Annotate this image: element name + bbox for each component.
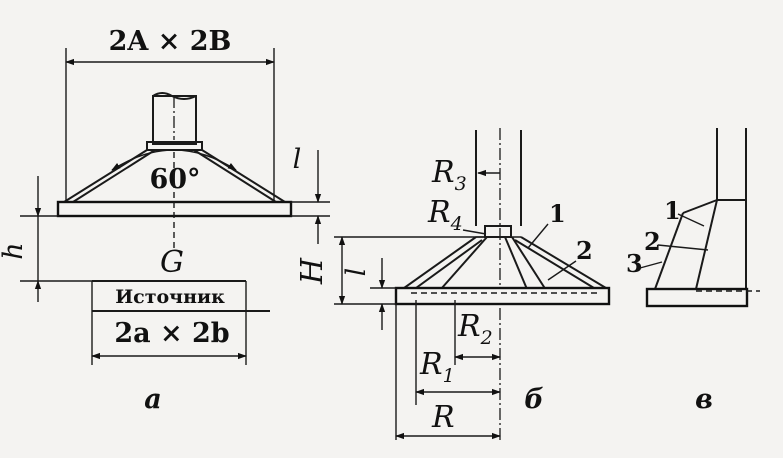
angle-label: 60°	[149, 164, 200, 195]
line-1-leader	[677, 213, 705, 227]
line-1-label: 1	[549, 199, 566, 228]
angle-arc	[111, 149, 237, 171]
hood-top-slope	[682, 199, 718, 214]
h-label: h	[0, 242, 29, 259]
r4-label: R4	[427, 195, 463, 235]
line-1-label: 1	[664, 196, 681, 225]
r2-label: R2	[457, 309, 493, 349]
hood-flange	[394, 286, 611, 306]
top-dimension-label: 2A × 2B	[109, 26, 232, 57]
caption-a: а	[144, 384, 162, 415]
h-label: H	[295, 257, 330, 285]
hood-left-wall	[60, 149, 156, 203]
l-label: l	[293, 144, 302, 175]
source-dimension-label: 2a × 2b	[114, 318, 229, 349]
line-3-label: 3	[626, 249, 643, 278]
line-2-label: 2	[576, 236, 593, 265]
hood-left-outer	[400, 236, 483, 289]
r1-label: R1	[419, 347, 455, 387]
r3-label: R3	[431, 155, 467, 195]
line-2-leader	[657, 244, 709, 251]
hood-outer-wall	[654, 212, 684, 290]
source-label: Источник	[115, 286, 225, 308]
l-label: l	[341, 268, 372, 277]
line-1-leader	[527, 223, 549, 249]
caption-c: в	[695, 384, 713, 415]
figure-b: R3 R4 1 2 H l R2	[295, 128, 611, 440]
hood-left-inner	[440, 236, 488, 290]
hood-flange	[645, 287, 749, 308]
hood-right-wall	[193, 149, 289, 203]
r4-leader	[462, 229, 487, 235]
figure-c: 1 2 3 в	[626, 128, 760, 415]
r-label: R	[431, 400, 455, 435]
line-2-leader	[547, 260, 577, 281]
pipe-collar	[484, 225, 512, 238]
pipe-break	[152, 92, 197, 100]
line-2-label: 2	[644, 227, 661, 256]
g-label: G	[160, 245, 184, 280]
line-3-leader	[639, 261, 663, 269]
figure-a: 2A × 2B 60° l h G	[0, 26, 330, 415]
caption-b: б	[524, 384, 544, 415]
hood-inner-wall	[695, 199, 718, 290]
